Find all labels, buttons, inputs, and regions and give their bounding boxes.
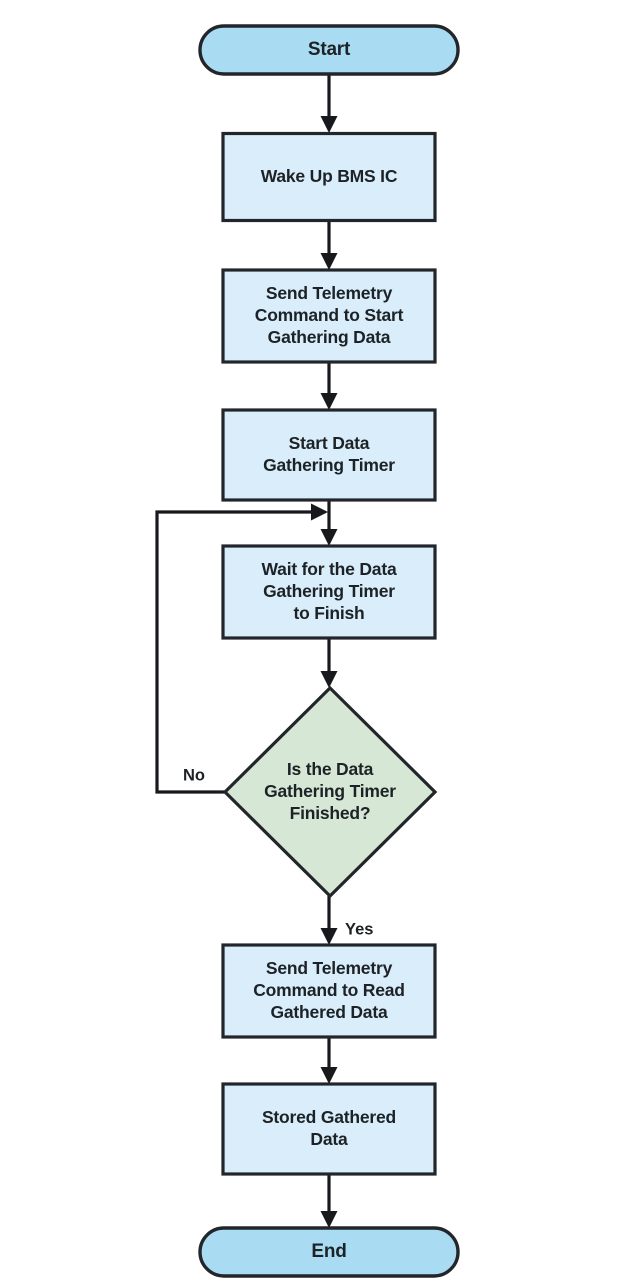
node-wake-up-bms-ic: Wake Up BMS IC (221, 131, 437, 223)
arrowhead-icon (311, 503, 328, 521)
process-shape (221, 408, 437, 502)
arrowhead-icon (320, 1211, 338, 1228)
edge-label-no: No (183, 766, 205, 784)
edge-decision-yes-to-read: Yes (320, 896, 373, 945)
arrowhead-icon (320, 116, 338, 133)
edge-send-start-to-timer (320, 362, 338, 410)
arrowhead-icon (320, 1067, 338, 1084)
process-shape (221, 1082, 437, 1176)
edge-stored-to-end (320, 1174, 338, 1228)
decision-shape (222, 685, 438, 899)
node-label: Wake Up BMS IC (261, 166, 398, 186)
arrowhead-icon (320, 253, 338, 270)
arrowhead-icon (320, 671, 338, 688)
edge-start-to-wake (320, 74, 338, 133)
terminator-shape (198, 24, 460, 76)
arrowhead-icon (320, 393, 338, 410)
node-label: End (311, 1241, 346, 1262)
edge-wake-to-send-start (320, 221, 338, 270)
node-end: End (198, 1226, 460, 1278)
edge-read-to-stored (320, 1037, 338, 1084)
edge-label-yes: Yes (345, 920, 373, 938)
edge-timer-to-wait (320, 500, 338, 546)
edge-wait-to-decision (320, 638, 338, 688)
process-shape (221, 268, 437, 364)
edge-decision-no-loop: No (155, 503, 328, 794)
arrowhead-icon (320, 928, 338, 945)
node-label: Start (308, 39, 351, 60)
process-shape (221, 943, 437, 1039)
node-start: Start (198, 24, 460, 76)
process-shape (221, 131, 437, 223)
arrowhead-icon (320, 529, 338, 546)
edge-line (155, 510, 318, 794)
process-shape (221, 544, 437, 640)
terminator-shape (198, 1226, 460, 1278)
